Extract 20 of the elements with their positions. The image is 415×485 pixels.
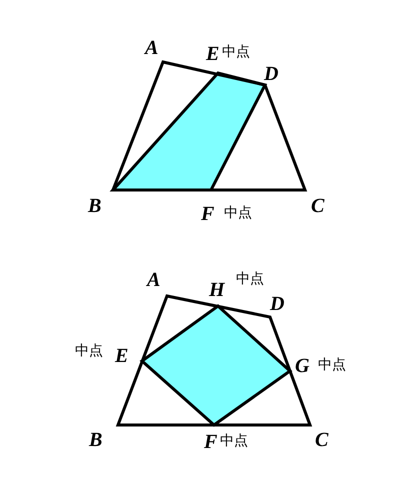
point-label: B [88, 196, 102, 216]
point-label: F [204, 432, 218, 452]
midpoint-label: 中点 [318, 358, 346, 372]
point-label: E [115, 346, 128, 366]
midpoint-label: 中点 [220, 434, 248, 448]
point-label: E [206, 44, 220, 64]
midpoint-label: 中点 [222, 45, 250, 59]
point-label: A [145, 38, 158, 58]
midpoint-label: 中点 [75, 344, 103, 358]
point-label: B [89, 430, 102, 450]
midpoint-label: 中点 [236, 272, 264, 286]
point-label: D [264, 64, 278, 84]
point-label: A [147, 270, 160, 290]
point-label: H [209, 280, 225, 300]
point-label: C [315, 430, 328, 450]
point-label: D [270, 294, 284, 314]
point-label: F [201, 204, 214, 224]
point-label: G [295, 356, 310, 376]
point-label: C [311, 196, 324, 216]
midpoint-label: 中点 [224, 206, 252, 220]
